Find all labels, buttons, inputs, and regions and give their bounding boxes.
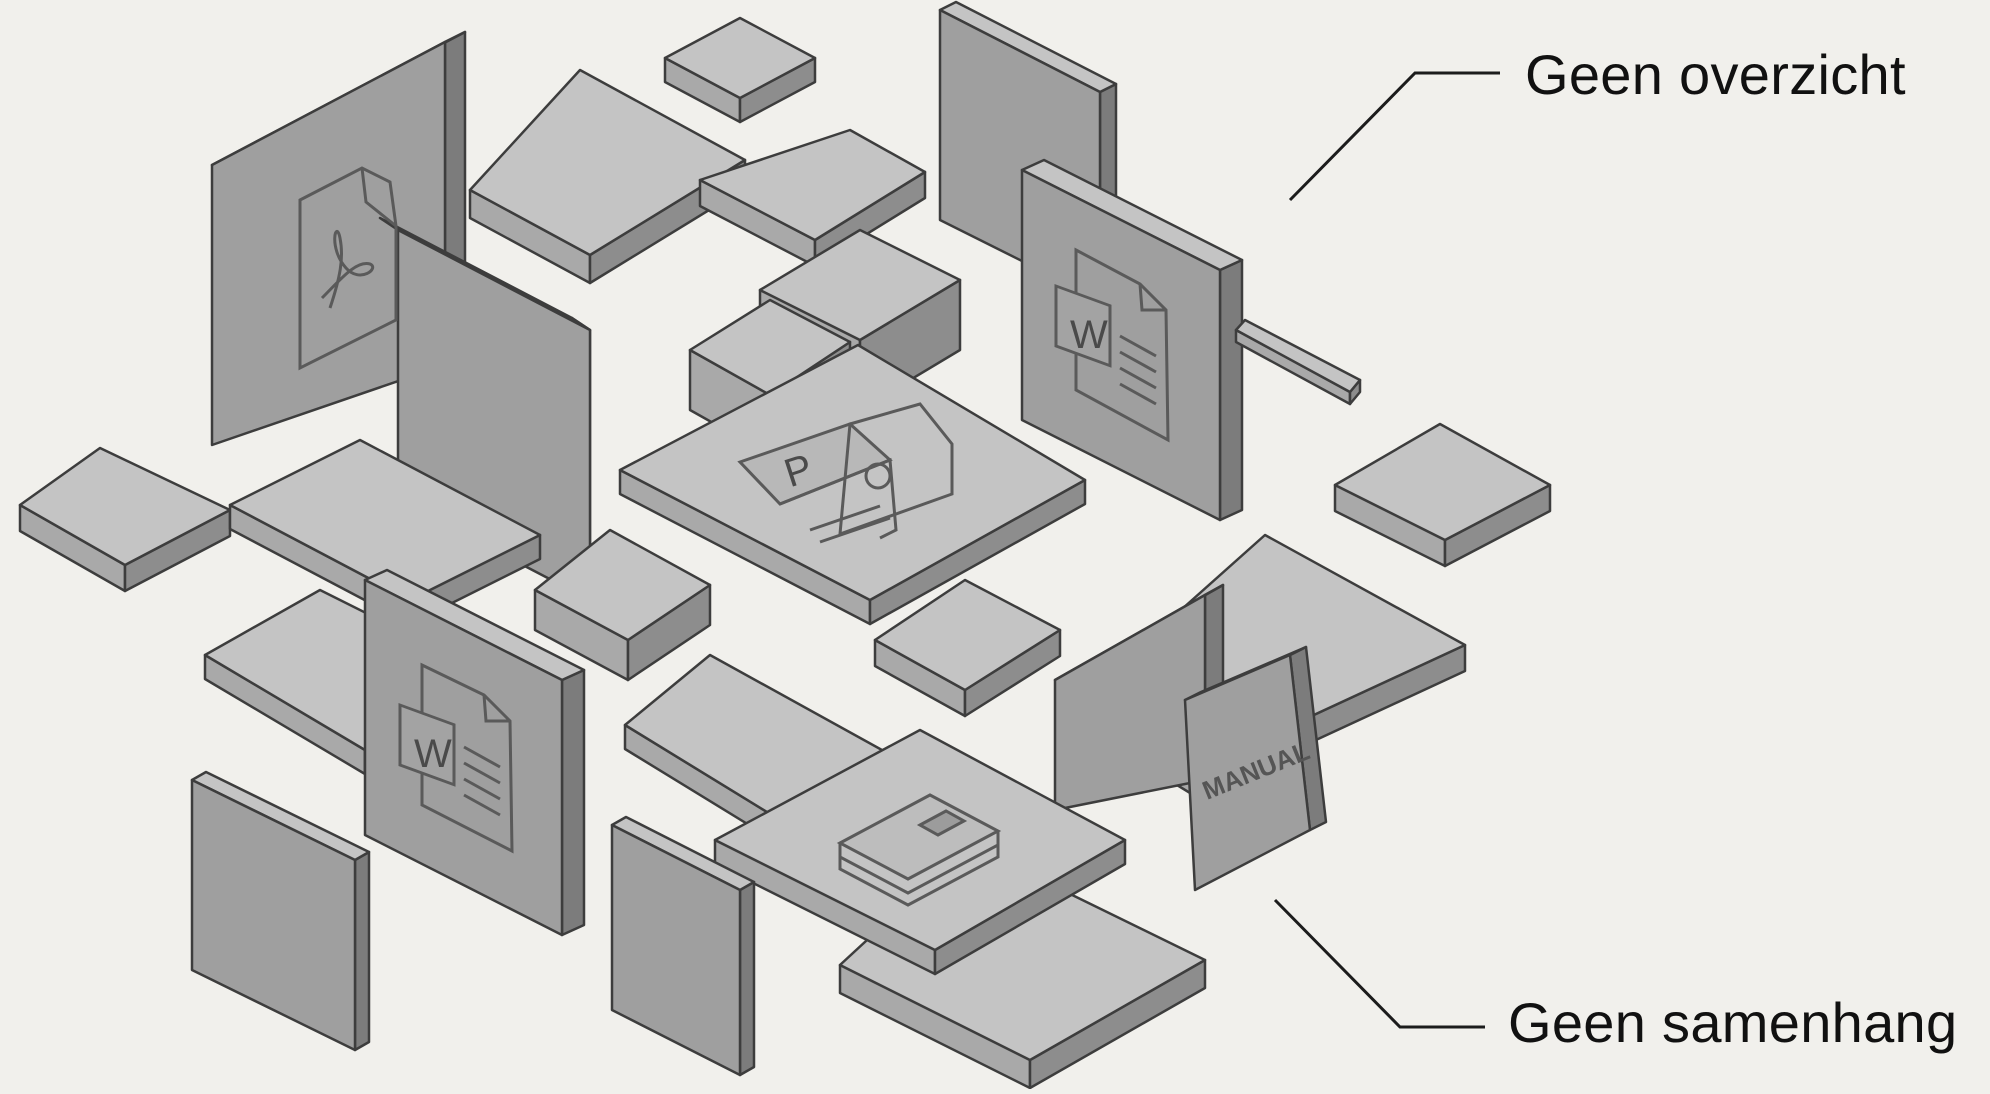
panel-bottom-mid-face <box>610 823 742 1077</box>
leader-line-bottom <box>1273 898 1485 1029</box>
word-document-icon: W <box>1054 247 1170 443</box>
panel-right-low <box>1053 583 1225 812</box>
slab-right-small <box>1333 422 1552 568</box>
leader-line-top <box>1288 71 1500 202</box>
rod-right <box>1234 318 1362 406</box>
panel-manual-face <box>1183 653 1312 892</box>
annotation-geen-overzicht: Geen overzicht <box>1525 43 1906 106</box>
slab-top-large-top-face <box>468 68 747 257</box>
slab-center-small-top-face <box>533 528 712 642</box>
panel-bottom-mid-side-edge <box>738 880 756 1077</box>
word-icon-letter: W <box>1070 313 1108 357</box>
slab-top-small <box>663 16 817 124</box>
annotation-geen-samenhang: Geen samenhang <box>1508 991 1958 1054</box>
panel-word-lower-face <box>363 578 564 937</box>
panel-word <box>1020 158 1244 522</box>
panel-bottom-left-side-edge <box>353 850 371 1052</box>
panel-word-lower-side-edge <box>560 668 586 937</box>
slab-top-mid-top-face <box>698 128 927 242</box>
slab-left-edge-top-face <box>18 446 232 567</box>
panel-manual <box>1183 645 1328 892</box>
slab-center-small <box>533 528 712 682</box>
slab-top-small-top-face <box>663 16 817 100</box>
panel-right-low-face <box>1053 593 1207 812</box>
panel-bottom-left <box>190 770 371 1052</box>
panel-word-face <box>1020 168 1222 522</box>
panel-bottom-left-face <box>190 778 357 1052</box>
powerpoint-document-icon: P <box>737 402 954 544</box>
rod-right-top-face <box>1234 318 1362 394</box>
slab-center-right-small-top-face <box>873 578 1062 692</box>
panel-word-side-edge <box>1218 258 1244 522</box>
word-document-icon-2: W <box>398 662 514 854</box>
blocks-layer <box>18 0 1552 1090</box>
box-center-back-top-face <box>758 228 962 342</box>
slab-center-right-small <box>873 578 1062 718</box>
book-icon <box>836 793 1002 907</box>
panel-bottom-mid <box>610 815 756 1077</box>
word-icon-letter-2: W <box>414 732 452 776</box>
slab-left-edge <box>18 446 232 593</box>
pdf-document-icon <box>298 166 398 371</box>
slab-right-small-top-face <box>1333 422 1552 542</box>
